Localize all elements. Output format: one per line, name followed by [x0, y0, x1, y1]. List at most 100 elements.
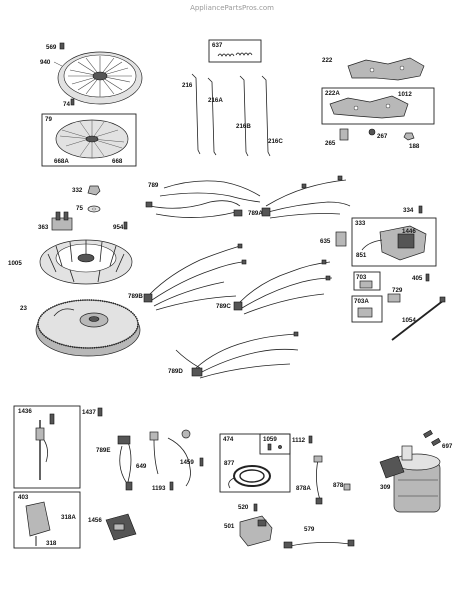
- part-1437-screw[interactable]: [97, 407, 103, 417]
- kit-box-222A: [321, 87, 435, 125]
- label-703A: 703A: [354, 298, 369, 305]
- label-789C: 789C: [216, 303, 231, 310]
- label-267: 267: [377, 133, 388, 140]
- part-222-control-bracket[interactable]: [347, 57, 425, 81]
- label-79: 79: [45, 116, 52, 123]
- part-1193-screw[interactable]: [169, 481, 174, 491]
- part-216A-governor-link[interactable]: [207, 77, 217, 156]
- part-222A-control-bracket-kit[interactable]: [329, 95, 409, 119]
- kit-box-1436: [13, 405, 81, 489]
- label-403: 403: [18, 494, 29, 501]
- label-216B: 216B: [236, 123, 251, 130]
- label-1059: 1059: [263, 436, 277, 443]
- part-703-ground-clip[interactable]: [359, 280, 373, 289]
- part-789B-wire-harness[interactable]: [143, 243, 247, 311]
- label-332: 332: [72, 187, 83, 194]
- part-334-screw[interactable]: [418, 205, 423, 214]
- part-1005-fan[interactable]: [39, 239, 133, 285]
- kit-box-703: [353, 271, 381, 291]
- part-333-armature[interactable]: [361, 225, 427, 261]
- label-851: 851: [356, 252, 367, 259]
- label-334: 334: [403, 207, 414, 214]
- part-216C-governor-link[interactable]: [261, 75, 271, 157]
- label-216C: 216C: [268, 138, 283, 145]
- label-1456: 1456: [88, 517, 102, 524]
- label-318A: 318A: [61, 514, 76, 521]
- watermark-text: AppliancePartsPros.com: [190, 4, 274, 12]
- label-789: 789: [148, 182, 159, 189]
- part-501-solenoid[interactable]: [239, 515, 273, 547]
- label-501: 501: [224, 523, 235, 530]
- label-222: 222: [322, 57, 333, 64]
- part-878-wire-clip[interactable]: [343, 483, 351, 491]
- label-188: 188: [409, 143, 420, 150]
- label-309: 309: [380, 484, 391, 491]
- label-1054: 1054: [402, 317, 416, 324]
- part-332-nut[interactable]: [87, 185, 101, 196]
- label-789A: 789A: [248, 210, 263, 217]
- label-1112: 1112: [292, 437, 306, 444]
- part-789A-wire-harness[interactable]: [261, 175, 351, 219]
- label-789B: 789B: [128, 293, 143, 300]
- part-309-starter-motor[interactable]: [379, 445, 441, 513]
- label-1193: 1193: [152, 485, 166, 492]
- label-579: 579: [304, 526, 315, 533]
- part-635-spark-plug-cap[interactable]: [335, 231, 347, 247]
- part-520-screw[interactable]: [253, 503, 258, 512]
- part-216B-governor-link[interactable]: [239, 75, 249, 157]
- part-789E-wire-harness[interactable]: [117, 431, 159, 491]
- part-569-screw[interactable]: [59, 42, 65, 50]
- part-363-clutch[interactable]: [51, 211, 73, 231]
- kit-box-333: [351, 217, 437, 267]
- label-729: 729: [392, 287, 403, 294]
- part-940-grass-screen[interactable]: [57, 51, 143, 105]
- part-789D-wire-harness[interactable]: [175, 331, 299, 379]
- part-405-screw[interactable]: [425, 273, 430, 282]
- label-878: 878: [333, 482, 344, 489]
- part-23-flywheel[interactable]: [35, 299, 141, 357]
- part-1456-rectifier[interactable]: [105, 513, 137, 541]
- part-403-terminal[interactable]: [25, 501, 51, 546]
- label-789D: 789D: [168, 368, 183, 375]
- part-79-screen-kit[interactable]: [55, 119, 129, 159]
- part-265-plate[interactable]: [339, 128, 349, 141]
- part-697-screw-set[interactable]: [423, 429, 441, 447]
- part-1436-wire-kit[interactable]: [35, 413, 55, 480]
- part-954-screw[interactable]: [123, 221, 128, 230]
- label-1436: 1436: [18, 408, 32, 415]
- part-637-spring-kit[interactable]: [217, 52, 253, 57]
- label-668: 668: [112, 158, 123, 165]
- label-222A: 222A: [325, 90, 340, 97]
- label-954: 954: [113, 224, 124, 231]
- part-267-screw[interactable]: [368, 128, 376, 136]
- label-474: 474: [223, 436, 234, 443]
- label-697: 697: [442, 443, 453, 450]
- part-1054-cable-tie[interactable]: [391, 296, 446, 341]
- part-703A-ground-clip[interactable]: [357, 307, 373, 318]
- label-668A: 668A: [54, 158, 69, 165]
- part-1059-screw[interactable]: [267, 443, 282, 451]
- part-188-nut[interactable]: [403, 132, 415, 141]
- part-74-screw[interactable]: [70, 98, 75, 106]
- label-74: 74: [63, 101, 70, 108]
- label-318: 318: [46, 540, 57, 547]
- part-729-clip[interactable]: [387, 293, 401, 303]
- kit-box-79: [41, 113, 137, 167]
- part-1459-screw[interactable]: [199, 457, 204, 467]
- label-333: 333: [355, 220, 366, 227]
- label-637: 637: [212, 42, 223, 49]
- label-635: 635: [320, 238, 331, 245]
- part-878A-wire[interactable]: [313, 455, 323, 505]
- part-75-washer[interactable]: [87, 205, 101, 213]
- part-649-wire[interactable]: [167, 429, 191, 487]
- part-789C-wire-harness[interactable]: [233, 259, 333, 315]
- part-877-alternator[interactable]: [228, 465, 271, 489]
- label-1446: 1446: [402, 228, 416, 235]
- part-216-governor-link[interactable]: [191, 73, 201, 155]
- part-579-cable[interactable]: [283, 539, 355, 549]
- label-569: 569: [46, 44, 57, 51]
- part-789-wire-harness[interactable]: [145, 180, 261, 218]
- part-1112-screw[interactable]: [308, 435, 313, 444]
- kit-box-403: [13, 491, 81, 549]
